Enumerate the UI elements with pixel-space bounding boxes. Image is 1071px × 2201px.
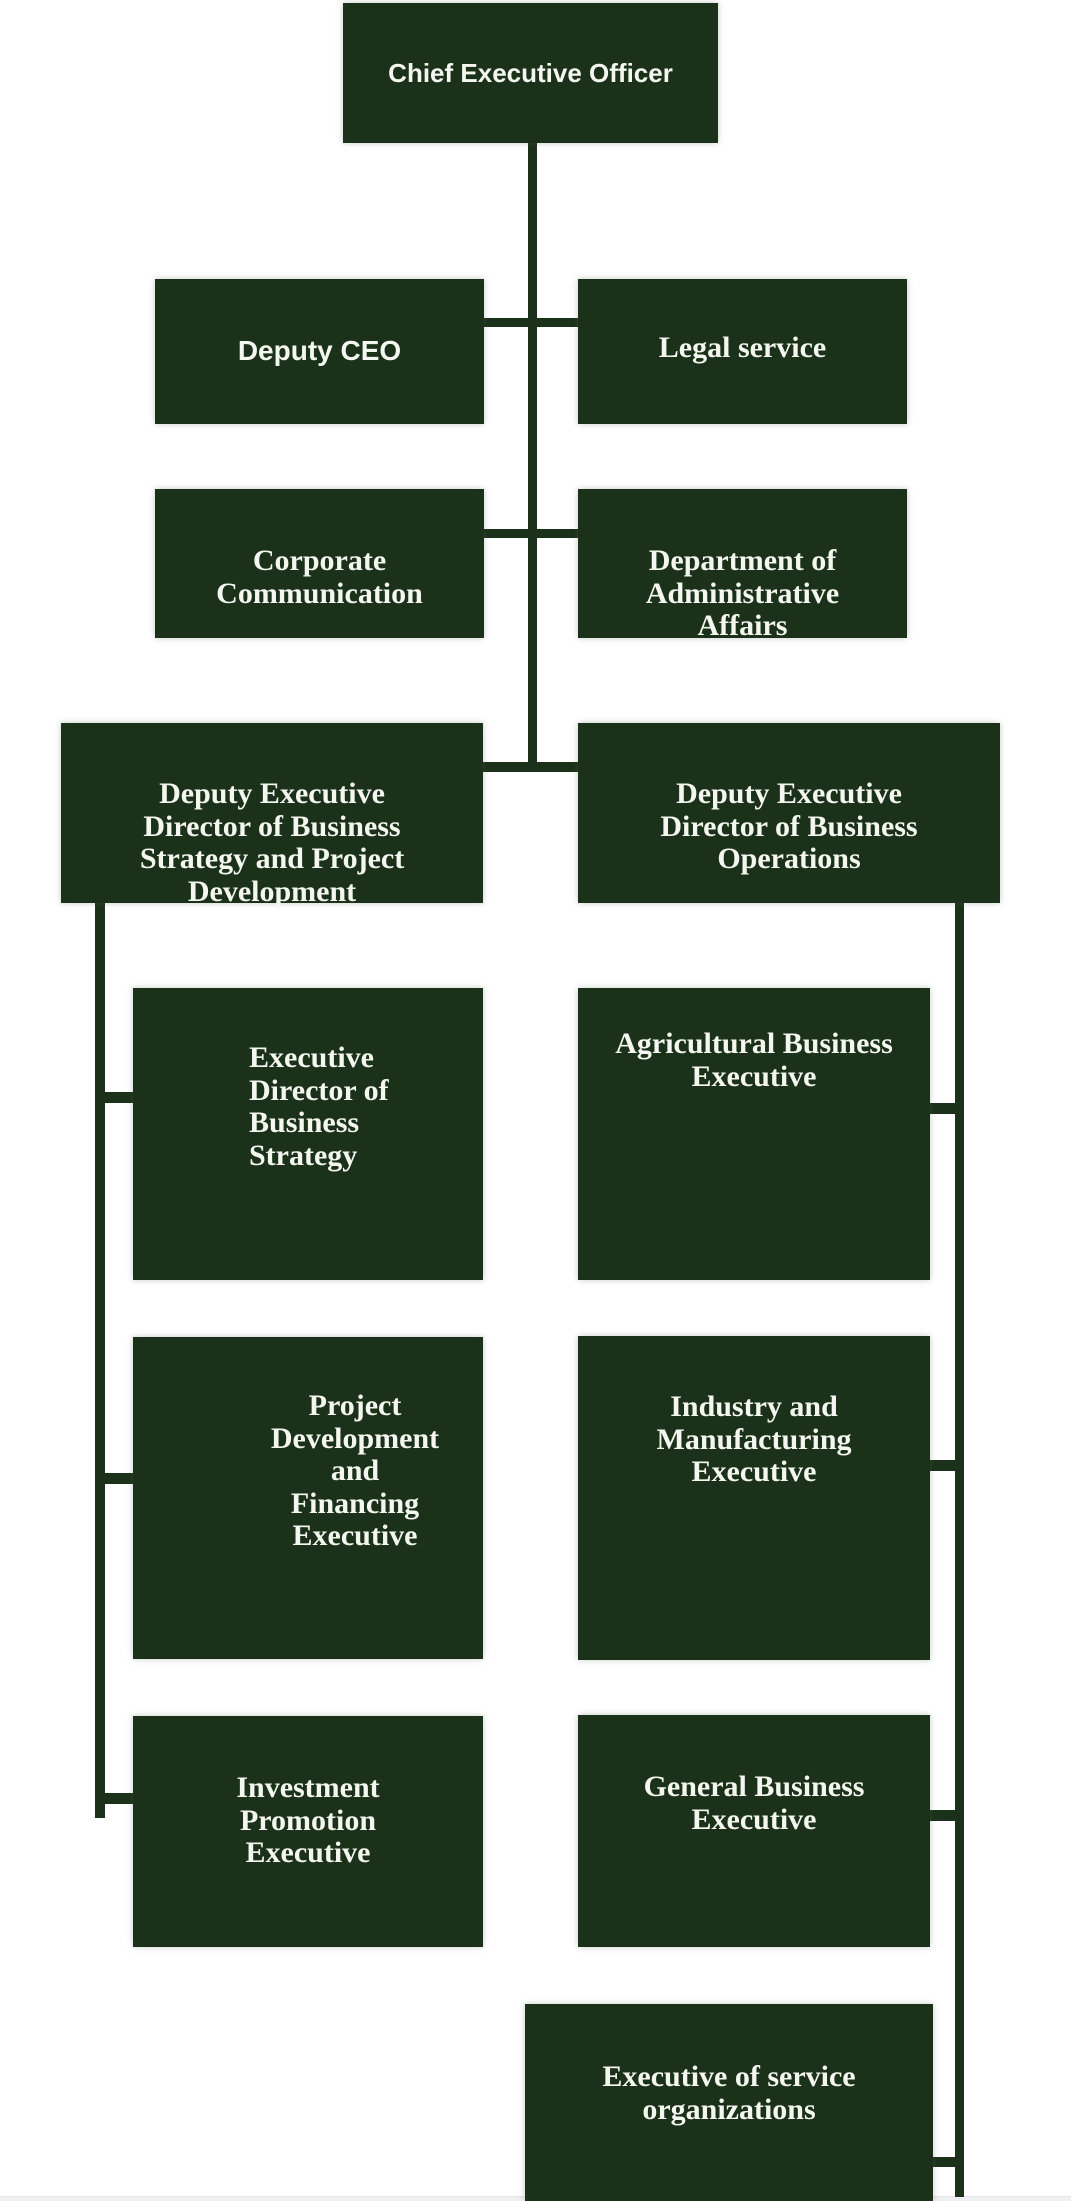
- connector-corporate-admin: [484, 529, 578, 538]
- org-node-executive-director-business-strategy: Executive Director of Business Strategy: [133, 988, 483, 1280]
- org-node-label: Investment Promotion Executive: [236, 1771, 380, 1870]
- org-node-label: Project Development and Financing Execut…: [270, 1389, 440, 1552]
- org-node-label: Deputy CEO: [237, 335, 402, 367]
- connector-deputy-directors: [483, 762, 578, 772]
- org-node-general-business-executive: General Business Executive: [578, 1715, 930, 1947]
- org-node-chief-executive-officer: Chief Executive Officer: [343, 3, 718, 143]
- org-node-deputy-executive-director-business-strategy: Deputy Executive Director of Business St…: [61, 723, 483, 907]
- connector-exec-dir-strategy: [95, 1092, 133, 1103]
- org-node-label: Legal service: [658, 331, 827, 365]
- connector-trunk: [528, 143, 537, 772]
- org-node-agricultural-business-executive: Agricultural Business Executive: [578, 988, 930, 1280]
- org-node-label: Industry and Manufacturing Executive: [656, 1390, 852, 1489]
- org-node-investment-promotion-executive: Investment Promotion Executive: [133, 1716, 483, 1947]
- connector-general-business: [930, 1810, 955, 1821]
- connector-industry: [930, 1460, 955, 1471]
- connector-deputy-ceo-legal: [484, 318, 578, 327]
- org-node-corporate-communication: Corporate Communication: [155, 489, 484, 638]
- org-node-label: Deputy Executive Director of Business Op…: [660, 777, 918, 876]
- org-node-industry-manufacturing-executive: Industry and Manufacturing Executive: [578, 1336, 930, 1660]
- connector-project-dev: [95, 1473, 133, 1484]
- org-node-label: Executive Director of Business Strategy: [249, 1041, 389, 1172]
- org-node-legal-service: Legal service: [578, 279, 907, 424]
- org-node-project-development-financing-executive: Project Development and Financing Execut…: [133, 1337, 483, 1659]
- org-node-label: Executive of service organizations: [602, 2060, 856, 2126]
- connector-right-branch-drop: [955, 903, 964, 2197]
- org-node-deputy-executive-director-business-operations: Deputy Executive Director of Business Op…: [578, 723, 1000, 903]
- org-node-label: Corporate Communication: [216, 544, 423, 610]
- org-node-label: General Business Executive: [643, 1770, 865, 1836]
- connector-investment-promotion: [95, 1793, 133, 1804]
- org-node-label: Chief Executive Officer: [388, 57, 673, 88]
- connector-agricultural: [930, 1103, 955, 1114]
- org-node-executive-of-service-organizations: Executive of service organizations: [525, 2004, 933, 2201]
- org-node-department-of-administrative-affairs: Department of Administrative Affairs: [578, 489, 907, 642]
- connector-left-branch-drop: [95, 902, 105, 1818]
- org-node-label: Department of Administrative Affairs: [645, 544, 840, 643]
- connector-service-organizations: [933, 2157, 955, 2167]
- org-node-label: Deputy Executive Director of Business St…: [139, 777, 405, 908]
- org-node-label: Agricultural Business Executive: [615, 1027, 893, 1093]
- org-node-deputy-ceo: Deputy CEO: [155, 279, 484, 424]
